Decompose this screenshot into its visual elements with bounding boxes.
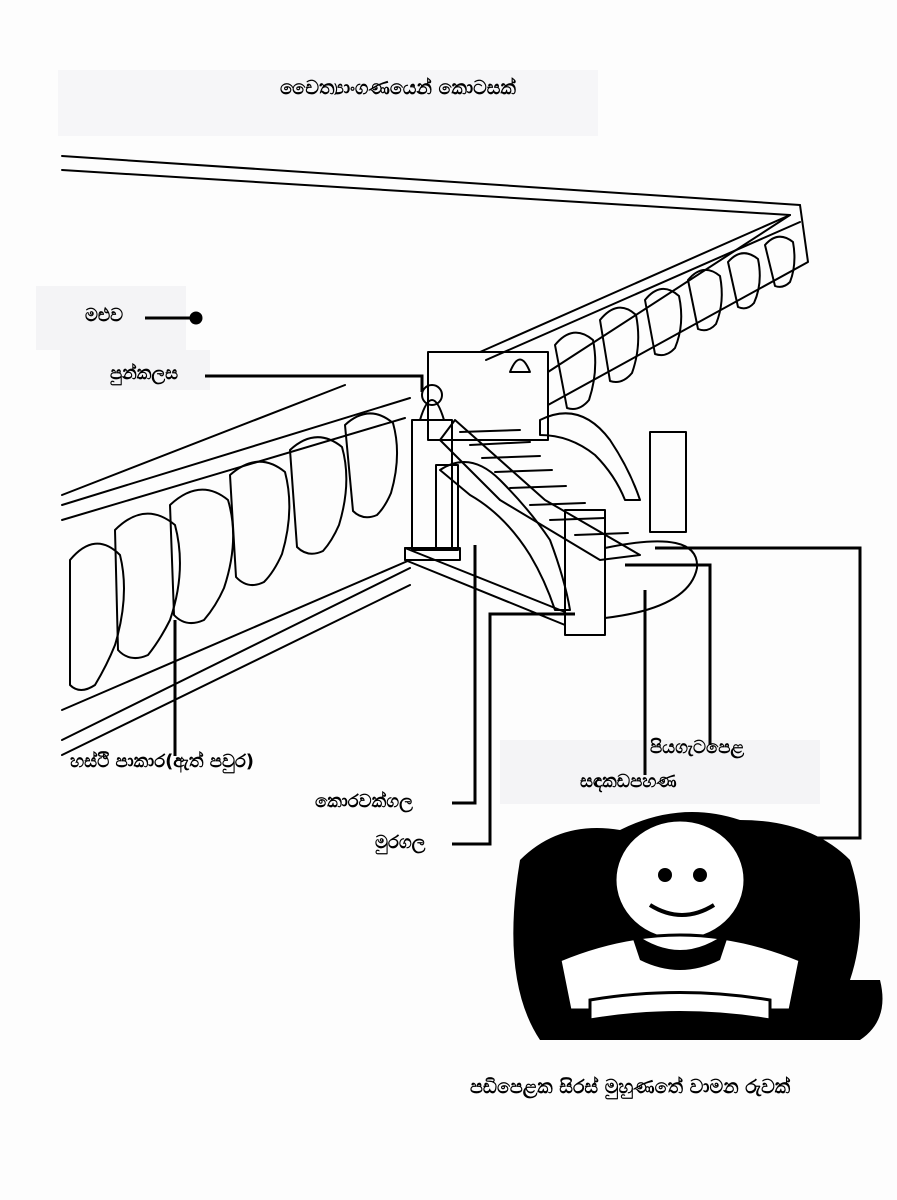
label-hasthi-prakara: හස්ථි පාකාර(ඇත් පවුර): [70, 751, 255, 772]
label-sandakadapahana: සඳකඩපහණ: [580, 771, 677, 792]
balustrade-right: [539, 412, 687, 533]
leader-lines: [145, 311, 862, 846]
upper-landing: [427, 351, 549, 441]
leader-piyagatapela: [625, 563, 712, 745]
label-maluwa: මළුව: [85, 305, 124, 326]
elephant-frieze-left: [69, 412, 399, 691]
leader-maluwa-dot: [189, 311, 203, 325]
balustrade-left: [439, 461, 606, 636]
label-background-punkalasa: [60, 350, 210, 390]
leader-korawakgala: [452, 545, 477, 805]
back-wall: [61, 155, 809, 406]
title-background: [58, 70, 598, 136]
elephant-frieze-back: [554, 235, 796, 410]
pillar: [404, 384, 461, 561]
label-piyagatapela: පියගැටපෙළ: [650, 737, 745, 758]
page-title: චෛත්‍යාංගණයෙන් කොටසක්: [280, 77, 516, 99]
leader-muragala: [452, 612, 575, 846]
moonstone-shape: [604, 540, 699, 619]
dwarf-figure: [513, 812, 883, 1040]
leader-vamana: [655, 546, 862, 840]
label-punkalasa: පුන්කලස: [110, 363, 179, 384]
stairs: [439, 419, 641, 561]
left-wall: [61, 384, 411, 756]
label-korawakgala: කොරවක්ගල: [315, 791, 413, 812]
leader-punkalasa: [205, 374, 424, 392]
guardstone-shape: [435, 464, 459, 551]
base-platform: [404, 547, 566, 626]
label-background-stairs: [500, 740, 820, 804]
label-muragala: මුරගල: [375, 832, 426, 853]
caption-vamana: පඩිපෙළක සිරස් මුහුණතේ වාමන රුවක්: [470, 1076, 791, 1098]
